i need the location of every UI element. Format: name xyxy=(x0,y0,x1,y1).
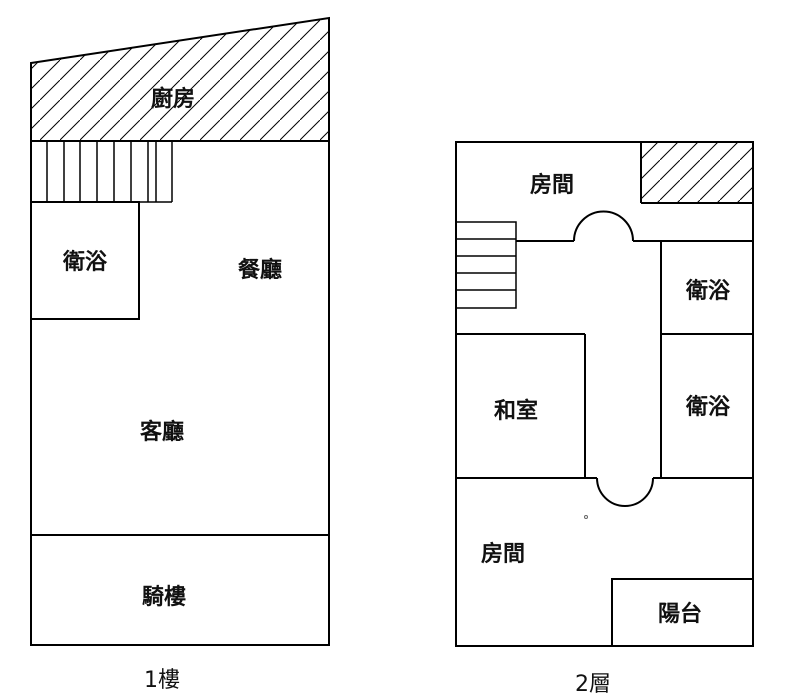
floor-2-staircase xyxy=(455,221,517,309)
floor-2-outer-wall xyxy=(455,141,754,647)
marker-dot xyxy=(584,515,588,519)
label-dining: 餐廳 xyxy=(238,257,282,283)
caption-floor-2: 2層 xyxy=(575,672,611,697)
label-bath-lower: 衛浴 xyxy=(685,394,731,420)
label-bath-upper: 衛浴 xyxy=(685,278,731,304)
label-arcade: 騎樓 xyxy=(142,585,186,610)
door-arc-bottom xyxy=(596,477,654,507)
floor-2-plan: 房間 衛浴 衛浴 和室 房間 陽台 2層 xyxy=(455,141,754,697)
label-bedroom-top: 房間 xyxy=(530,172,574,198)
floor-2-hatched-void xyxy=(640,142,753,204)
label-kitchen: 廚房 xyxy=(151,86,195,112)
label-floor-1-bath: 衛浴 xyxy=(62,249,108,275)
floor-1-staircase xyxy=(31,141,173,203)
floor-1-outer-wall xyxy=(30,140,330,646)
floor-2-balcony-room xyxy=(611,578,754,647)
label-balcony: 陽台 xyxy=(658,601,702,627)
label-bedroom-bottom: 房間 xyxy=(481,541,525,567)
floor-1-bath-room xyxy=(30,201,140,320)
floor-1-plan: 廚房 衛浴 餐廳 客廳 騎樓 1樓 xyxy=(30,16,330,693)
label-living: 客廳 xyxy=(140,419,184,445)
door-arc-top xyxy=(573,210,634,242)
label-tatami: 和室 xyxy=(494,398,538,424)
caption-floor-1: 1樓 xyxy=(144,668,180,693)
kitchen-area xyxy=(30,16,330,142)
